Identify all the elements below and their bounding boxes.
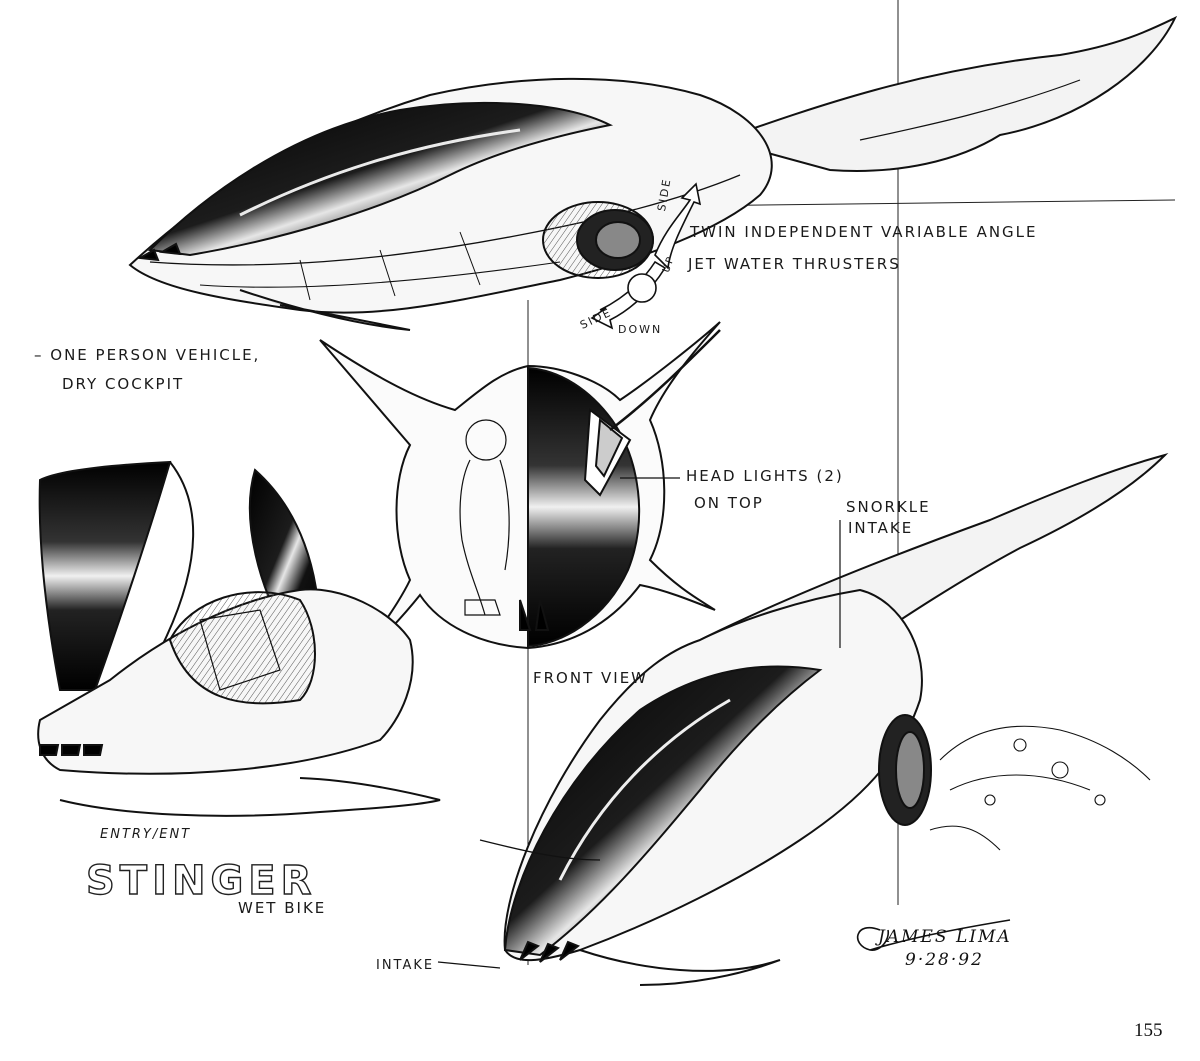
- vehicle-subtitle: WET BIKE: [238, 899, 327, 917]
- front-view-vehicle: [319, 321, 721, 661]
- note-intake: INTAKE: [376, 958, 435, 973]
- artist-signature-date: 9·28·92: [905, 950, 984, 970]
- note-snorkle-line1: SNORKLE: [846, 498, 931, 516]
- note-thrusters-line2: JET WATER THRUSTERS: [688, 255, 901, 273]
- signature-flourish: [856, 919, 1011, 951]
- thruster-direction-arrows: [590, 182, 702, 330]
- side-view-vehicle: [128, 15, 1178, 331]
- leader-lines: [437, 477, 841, 969]
- note-headlights-line1: HEAD LIGHTS (2): [686, 467, 844, 485]
- entry-view-label: ENTRY/ENT: [100, 827, 192, 842]
- page-number: 155: [1134, 1020, 1163, 1041]
- entry-view-vehicle: [37, 460, 441, 817]
- note-front-view: FRONT VIEW: [533, 669, 649, 687]
- note-one-person-line2: DRY COCKPIT: [62, 375, 185, 393]
- note-headlights-line2: ON TOP: [694, 494, 764, 512]
- note-one-person-line1: – ONE PERSON VEHICLE,: [34, 346, 261, 364]
- note-snorkle-line2: INTAKE: [848, 519, 914, 537]
- note-down: DOWN: [618, 323, 663, 336]
- note-thrusters-line1: TWIN INDEPENDENT VARIABLE ANGLE: [690, 223, 1038, 241]
- artist-signature-name: JAMES LIMA: [878, 927, 1012, 947]
- three-quarter-view-vehicle: [479, 453, 1169, 986]
- vehicle-title: STINGER: [85, 857, 317, 904]
